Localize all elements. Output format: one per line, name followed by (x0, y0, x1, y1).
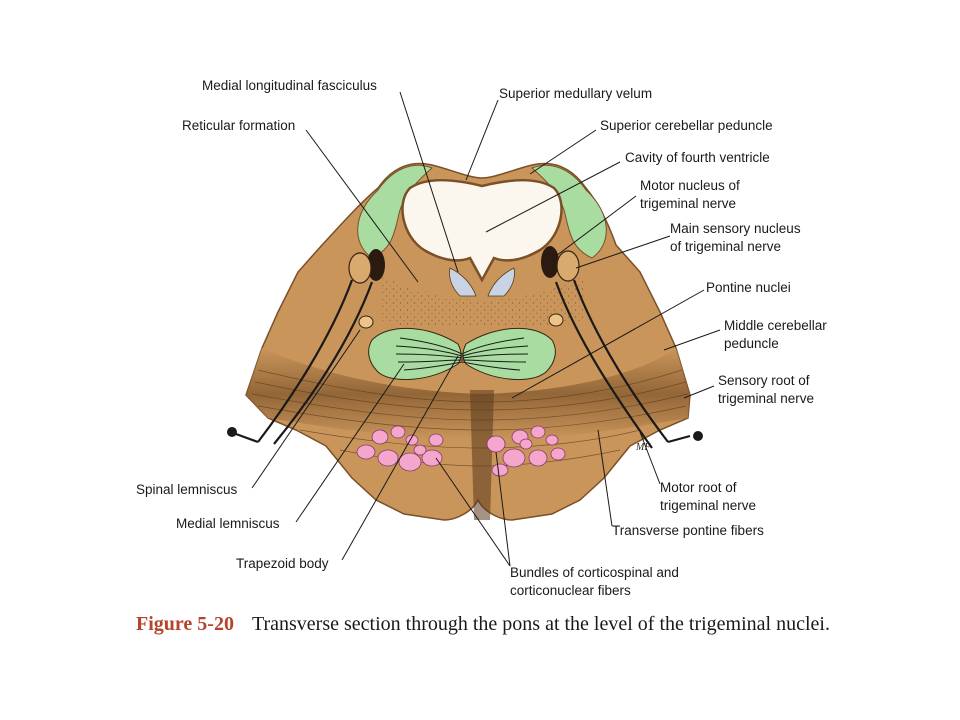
main-sensory-nucleus-left (348, 252, 372, 284)
transverse-pontine-fibers-band (246, 348, 690, 440)
label-motor-root-line2: trigeminal nerve (660, 498, 756, 513)
figure-number: Figure 5-20 (136, 613, 234, 635)
motor-nucleus-left (367, 249, 385, 281)
mlf-right (487, 267, 515, 297)
midline-raphe (470, 390, 494, 520)
sensory-ganglion-left (227, 427, 237, 437)
label-sensory-root-line2: trigeminal nerve (718, 391, 814, 406)
trapezoid-body-fibers (395, 337, 529, 371)
label-spinal-lemniscus: Spinal lemniscus (136, 482, 238, 497)
trigeminal-nerve-roots (235, 279, 691, 449)
spinal-lemniscus-right (548, 313, 564, 327)
label-superior-medullary-velum: Superior medullary velum (499, 86, 652, 101)
label-transverse-pontine-fibers: Transverse pontine fibers (612, 523, 764, 538)
leader-lines (251, 91, 721, 567)
label-bundles-line1: Bundles of corticospinal and (510, 565, 679, 580)
label-trapezoid-body: Trapezoid body (236, 556, 329, 571)
label-motor-nucleus-line1: Motor nucleus of (640, 178, 740, 193)
sensory-ganglion-right (693, 431, 703, 441)
label-main-sensory-line2: of trigeminal nerve (670, 239, 781, 254)
mlf-left (449, 267, 477, 297)
superior-cerebellar-peduncle-left (357, 164, 433, 259)
label-bundles-line2: corticonuclear fibers (510, 583, 631, 598)
main-sensory-nucleus-right (556, 250, 580, 282)
spinal-lemniscus-left (358, 315, 374, 329)
caption-text: Transverse section through the pons at t… (251, 613, 830, 635)
motor-nucleus-right (541, 246, 559, 278)
fourth-ventricle-cavity (401, 179, 563, 283)
label-motor-root-line1: Motor root of (660, 480, 737, 495)
illustrator-signature: MF (635, 442, 651, 453)
superior-cerebellar-peduncle-right (531, 164, 607, 259)
label-middle-cerebellar-line1: Middle cerebellar (724, 318, 827, 333)
label-middle-cerebellar-line2: peduncle (724, 336, 779, 351)
corticospinal-bundles (356, 425, 566, 477)
label-medial-longitudinal-fasciculus: Medial longitudinal fasciculus (202, 78, 377, 93)
label-superior-cerebellar-peduncle: Superior cerebellar peduncle (600, 118, 773, 133)
label-reticular-formation: Reticular formation (182, 118, 295, 133)
label-motor-nucleus-line2: trigeminal nerve (640, 196, 736, 211)
label-main-sensory-line1: Main sensory nucleus (670, 221, 801, 236)
figure-caption: Figure 5-20 Transverse section through th… (136, 612, 876, 636)
label-cavity-of-fourth-ventricle: Cavity of fourth ventricle (625, 150, 770, 165)
label-medial-lemniscus: Medial lemniscus (176, 516, 280, 531)
reticular-formation-area (380, 275, 584, 327)
label-pontine-nuclei: Pontine nuclei (706, 280, 791, 295)
label-sensory-root-line1: Sensory root of (718, 373, 810, 388)
